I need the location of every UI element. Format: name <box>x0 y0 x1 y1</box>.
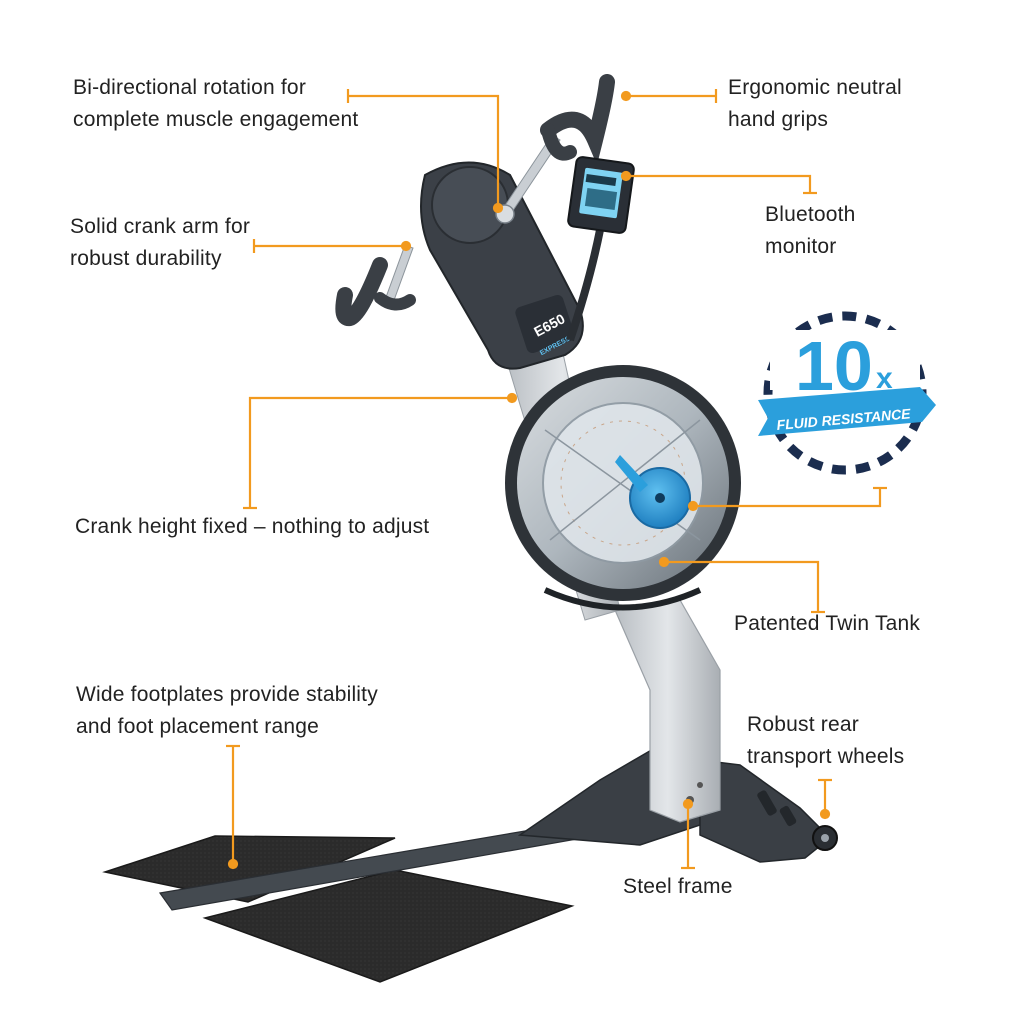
callout-bidirectional: Bi-directional rotation for complete mus… <box>73 72 358 136</box>
fluid-resistance-badge: 10 x FLUID RESISTANCE <box>758 311 936 475</box>
callout-frame: Steel frame <box>623 871 733 903</box>
leader-lines <box>226 89 887 870</box>
callout-frame-line1: Steel frame <box>623 875 733 898</box>
bluetooth-monitor <box>566 156 635 342</box>
callout-twin-tank-line1: Patented Twin Tank <box>734 612 921 635</box>
callout-wheels-line2: transport wheels <box>747 745 905 768</box>
twin-tank <box>505 365 741 611</box>
callout-grips-line1: Ergonomic neutral <box>728 76 902 99</box>
callout-footplates-line1: Wide footplates provide stability <box>76 683 378 706</box>
callout-wheels: Robust rear transport wheels <box>747 709 904 773</box>
callout-footplates: Wide footplates provide stability and fo… <box>76 679 378 743</box>
callout-grips-line2: hand grips <box>728 108 829 131</box>
footplates <box>102 819 602 983</box>
callout-grips: Ergonomic neutral hand grips <box>728 72 902 136</box>
callout-crank-height-line1: Crank height fixed – nothing to adjust <box>75 515 430 538</box>
callout-monitor-line2: monitor <box>765 235 837 258</box>
callout-monitor: Bluetooth monitor <box>765 199 856 263</box>
callout-monitor-line1: Bluetooth <box>765 203 856 226</box>
callout-footplates-line2: and foot placement range <box>76 715 319 738</box>
callout-crank-height: Crank height fixed – nothing to adjust <box>75 511 429 543</box>
callout-crank-arm-line2: robust durability <box>70 247 222 270</box>
callout-bidirectional-line2: complete muscle engagement <box>73 108 359 131</box>
crank-housing: E650 EXPRESSE <box>420 161 584 370</box>
callout-bidirectional-line1: Bi-directional rotation for <box>73 76 307 99</box>
crank-arms <box>384 134 561 304</box>
callout-crank-arm: Solid crank arm for robust durability <box>70 211 250 275</box>
callout-crank-arm-line1: Solid crank arm for <box>70 215 251 238</box>
callout-twin-tank: Patented Twin Tank <box>734 608 920 640</box>
callout-wheels-line1: Robust rear <box>747 713 859 736</box>
hand-grips <box>335 74 615 327</box>
badge-suffix: x <box>876 362 893 395</box>
